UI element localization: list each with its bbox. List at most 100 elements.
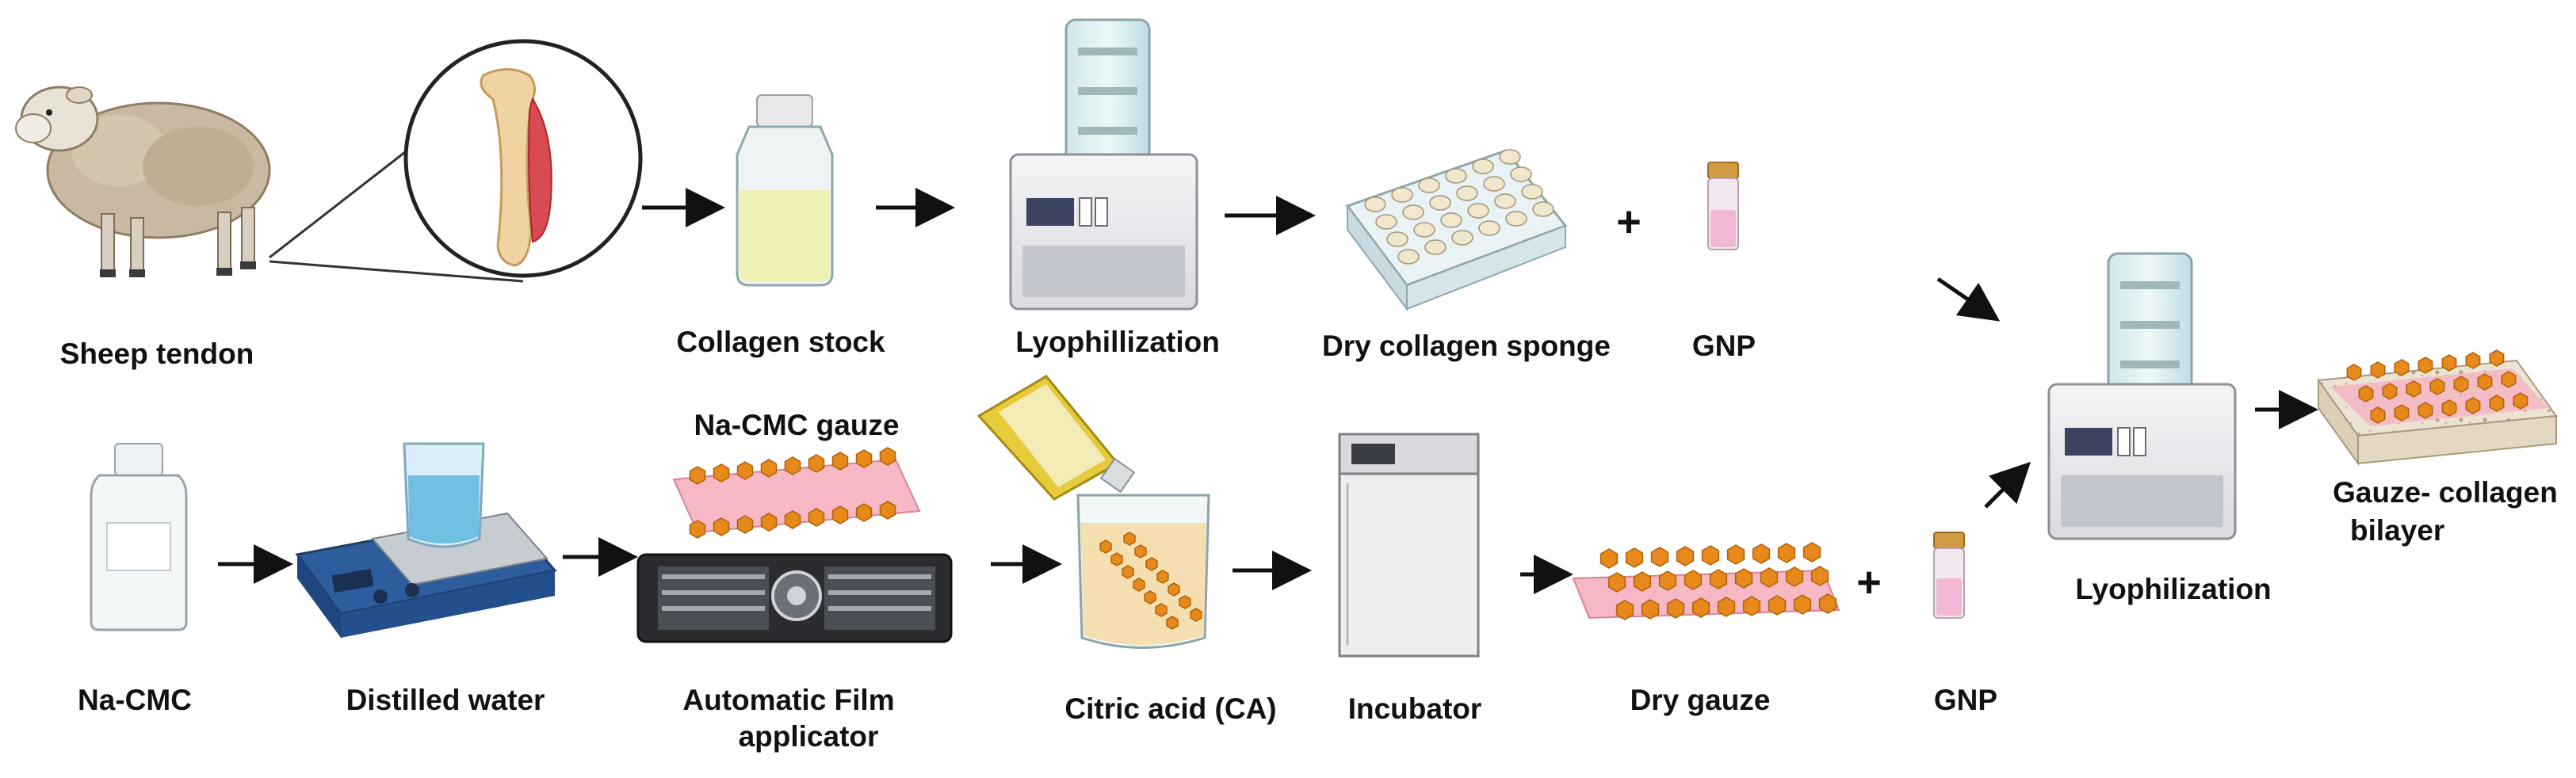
freeze-dryer-icon	[1009, 18, 1198, 311]
gauze-bead	[1777, 543, 1796, 563]
sponge-well	[1499, 149, 1521, 165]
gauze-bead	[1156, 570, 1169, 584]
gauze-bead	[1760, 567, 1779, 588]
gauze-bead	[2370, 361, 2386, 379]
gauze-bead	[2489, 395, 2505, 412]
gauze-bead	[2465, 397, 2481, 414]
gauze-bead	[1190, 608, 1202, 622]
gnp-vial-bottom-icon	[1933, 532, 1965, 619]
gauze-bead	[2429, 378, 2445, 395]
gauze-bead	[2358, 385, 2374, 402]
sponge-well	[1386, 231, 1408, 247]
gauze-bead	[1785, 566, 1804, 587]
sponge-well	[1472, 158, 1494, 174]
arrow-top-to-lyo-right	[1936, 276, 2001, 322]
label-bilayer-line1: Gauze- collagen	[2333, 476, 2558, 509]
sheep-icon	[15, 86, 271, 277]
label-na-cmc-gauze: Na-CMC gauze	[694, 409, 900, 441]
arrow-bottom-to-lyo-right	[1984, 461, 2031, 509]
gauze-bead	[1607, 572, 1626, 593]
gauze-bead	[1134, 544, 1147, 559]
label-automatic-film-line1: Automatic Film	[682, 684, 895, 716]
gauze-bead	[879, 501, 896, 520]
label-dry-collagen-sponge: Dry collagen sponge	[1322, 330, 1611, 362]
label-gnp-top: GNP	[1691, 330, 1756, 362]
gauze-bead	[784, 510, 801, 529]
sponge-well	[1391, 187, 1413, 203]
gauze-bead	[1615, 600, 1634, 620]
gauze-bead	[1709, 569, 1728, 589]
gauze-bead	[1122, 565, 1134, 579]
sponge-well	[1483, 176, 1505, 192]
gauze-bead	[2346, 364, 2362, 381]
gauze-bead	[855, 503, 873, 522]
gauze-bead	[784, 456, 801, 475]
sponge-well	[1364, 196, 1386, 212]
gauze-bead	[2489, 349, 2505, 367]
incubator-icon	[1338, 433, 1480, 658]
gauze-bead	[1599, 548, 1619, 569]
sponge-well	[1429, 195, 1451, 211]
sponge-well	[1478, 220, 1500, 236]
label-lyophilization: Lyophilization	[2075, 573, 2272, 605]
sponge-well	[1505, 211, 1527, 227]
sponge-well	[1532, 201, 1554, 217]
gauze-bead	[2501, 371, 2517, 388]
automatic-film-applicator-icon	[636, 553, 953, 643]
gauze-bead	[1768, 595, 1787, 616]
gauze-bead	[1110, 552, 1123, 566]
gauze-bead	[808, 508, 825, 527]
gauze-bead	[736, 461, 754, 480]
gauze-bead	[831, 452, 849, 471]
gauze-bead	[1144, 590, 1156, 604]
gauze-bead	[1726, 544, 1745, 565]
gauze-bead	[2417, 402, 2433, 419]
label-dry-gauze: Dry gauze	[1630, 684, 1771, 716]
sponge-well	[1445, 168, 1467, 184]
gauze-bead	[760, 513, 778, 532]
sponge-well	[1510, 166, 1532, 182]
gauze-bead	[879, 447, 896, 466]
sponge-well	[1397, 249, 1420, 265]
na-cmc-bottle-icon	[90, 443, 188, 631]
sponge-well	[1494, 193, 1516, 209]
sponge-well	[1418, 177, 1440, 193]
gauze-bead	[2394, 404, 2410, 421]
gauze-bead	[1793, 594, 1812, 615]
label-citric-acid: Citric acid (CA)	[1064, 692, 1277, 725]
sponge-well	[1413, 222, 1435, 238]
gauze-bead	[808, 454, 825, 473]
sponge-well	[1521, 184, 1543, 200]
label-na-cmc: Na-CMC	[78, 684, 192, 716]
gauze-bead	[689, 466, 706, 485]
label-incubator: Incubator	[1347, 692, 1482, 725]
gauze-bead	[1810, 566, 1829, 586]
gauze-bead	[2394, 359, 2410, 376]
label-collagen-stock: Collagen stock	[676, 326, 885, 358]
gauze-bead	[1717, 597, 1736, 617]
bilayer-beads	[2346, 349, 2528, 424]
sponge-well	[1402, 204, 1424, 220]
gauze-bead	[1166, 616, 1179, 630]
gauze-bead	[2513, 392, 2528, 410]
gauze-bead	[1818, 593, 1837, 614]
tendon-zoom-icon	[403, 39, 643, 278]
citric-acid-bottle-icon	[977, 375, 1136, 501]
gauze-bead	[1633, 571, 1652, 592]
gauze-bead	[689, 520, 706, 539]
gauze-bead	[831, 505, 849, 524]
gauze-beads-top	[689, 447, 896, 539]
gauze-bead	[1691, 597, 1710, 618]
sponge-wells	[1364, 149, 1554, 265]
gauze-bead	[2465, 352, 2481, 369]
label-distilled-water: Distilled water	[346, 684, 545, 716]
label-gnp-bottom: GNP	[1933, 684, 1998, 716]
plus-sign-bottom: +	[1856, 559, 1882, 606]
flow-arrows	[218, 188, 2318, 594]
gauze-bead	[2441, 399, 2457, 417]
sponge-well	[1451, 230, 1473, 246]
gauze-bead	[1802, 542, 1821, 563]
gauze-bead	[736, 515, 754, 534]
sponge-well	[1424, 239, 1447, 255]
